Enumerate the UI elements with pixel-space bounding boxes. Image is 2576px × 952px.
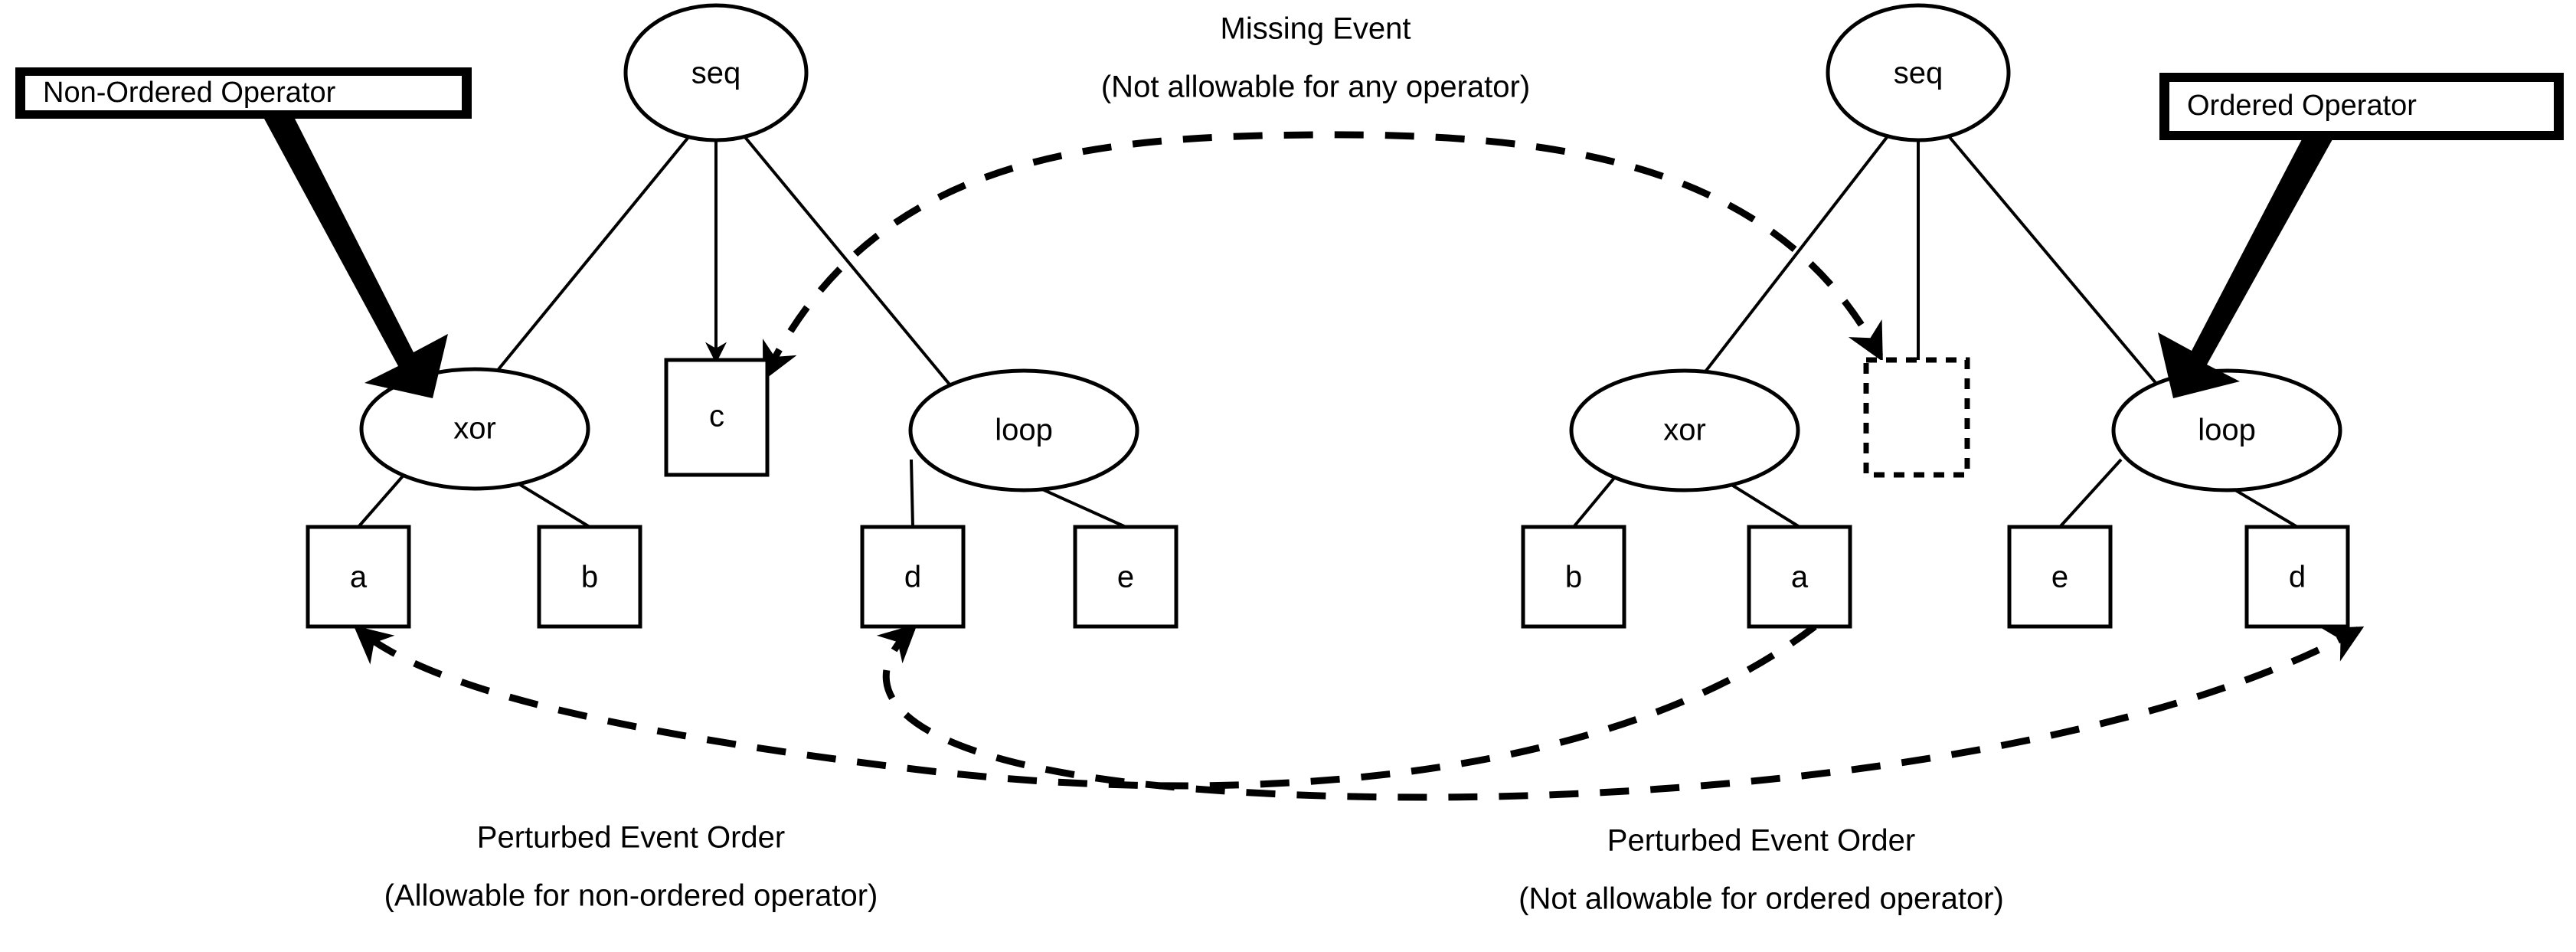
leaf-b-right-label: b bbox=[1565, 561, 1582, 594]
edge-seq-loop-left bbox=[743, 135, 963, 400]
edge-seq-xor-right bbox=[1683, 135, 1889, 400]
node-seq-left[interactable]: seq bbox=[623, 3, 809, 142]
leaf-d-left-label: d bbox=[904, 561, 921, 594]
leaf-e-left[interactable]: e bbox=[1073, 525, 1178, 629]
leaf-c-left-box bbox=[664, 358, 770, 477]
missing-event-annotation: Missing Event (Not allowable for any ope… bbox=[1101, 12, 1530, 104]
node-seq-right-label: seq bbox=[1894, 57, 1943, 90]
caption-left-line2: (Allowable for non-ordered operator) bbox=[384, 879, 878, 913]
callout-left-label: Non-Ordered Operator bbox=[43, 77, 336, 109]
edge-loop-d-left bbox=[910, 459, 914, 528]
leaf-d-right-box bbox=[2244, 525, 2350, 629]
node-seq-right[interactable]: seq bbox=[1826, 3, 2011, 142]
perturbed-arc-left bbox=[353, 623, 1817, 790]
leaf-c-left-label: c bbox=[709, 400, 724, 433]
leaf-a-left-label: a bbox=[350, 561, 368, 594]
caption-right: Perturbed Event Order (Not allowable for… bbox=[1518, 824, 2004, 916]
missing-event-dashed-arc bbox=[762, 131, 1883, 381]
node-loop-left-label: loop bbox=[995, 414, 1053, 447]
leaf-b-left[interactable]: b bbox=[537, 525, 642, 629]
edge-seq-xor-left bbox=[473, 135, 691, 400]
callout-right-fill bbox=[2169, 82, 2554, 131]
node-xor-left-ellipse bbox=[359, 367, 590, 491]
node-xor-right-ellipse bbox=[1569, 368, 1800, 492]
leaf-e-left-box bbox=[1073, 525, 1178, 629]
node-loop-right-label: loop bbox=[2198, 414, 2256, 447]
edge-loop-e-right bbox=[2058, 458, 2123, 528]
leaf-b-left-label: b bbox=[581, 561, 598, 594]
missing-event-subtitle: (Not allowable for any operator) bbox=[1101, 70, 1530, 104]
callout-left-arrow-icon bbox=[264, 119, 448, 398]
perturbed-arc-right bbox=[876, 623, 2365, 801]
leaf-c-left[interactable]: c bbox=[664, 358, 770, 477]
missing-leaf-placeholder-right[interactable] bbox=[1863, 357, 1970, 478]
leaf-b-left-box bbox=[537, 525, 642, 629]
node-xor-right[interactable]: xor bbox=[1569, 368, 1800, 492]
leaf-e-right-box bbox=[2007, 525, 2113, 629]
right-process-tree: seq xor loop b bbox=[1521, 3, 2350, 629]
leaf-d-left-box bbox=[860, 525, 966, 629]
node-loop-right[interactable]: loop bbox=[2111, 368, 2342, 492]
leaf-a-left[interactable]: a bbox=[306, 525, 411, 629]
caption-right-line1: Perturbed Event Order bbox=[1607, 824, 1915, 858]
node-loop-left[interactable]: loop bbox=[908, 368, 1139, 492]
missing-leaf-dotted-box bbox=[1863, 357, 1970, 478]
callout-ordered-operator[interactable]: Ordered Operator bbox=[2158, 73, 2564, 398]
node-seq-right-ellipse bbox=[1826, 3, 2011, 142]
leaf-a-right-label: a bbox=[1791, 561, 1809, 594]
node-loop-right-ellipse bbox=[2111, 368, 2342, 492]
node-xor-left-label: xor bbox=[453, 412, 496, 446]
node-loop-left-ellipse bbox=[908, 368, 1139, 492]
leaf-a-right-box bbox=[1747, 525, 1852, 629]
node-xor-right-label: xor bbox=[1663, 414, 1706, 447]
leaf-a-left-box bbox=[306, 525, 411, 629]
callout-left-fill bbox=[25, 76, 462, 110]
caption-left-line1: Perturbed Event Order bbox=[477, 821, 785, 855]
caption-right-line2: (Not allowable for ordered operator) bbox=[1518, 882, 2004, 916]
leaf-d-right[interactable]: d bbox=[2244, 525, 2350, 629]
missing-event-title: Missing Event bbox=[1221, 12, 1411, 46]
missing-event-arc-path bbox=[762, 131, 1883, 381]
node-xor-left[interactable]: xor bbox=[359, 367, 590, 491]
node-seq-left-ellipse bbox=[623, 3, 809, 142]
callout-right-label: Ordered Operator bbox=[2187, 90, 2417, 122]
callout-non-ordered-operator[interactable]: Non-Ordered Operator bbox=[15, 67, 472, 398]
leaf-a-right[interactable]: a bbox=[1747, 525, 1852, 629]
leaf-d-right-label: d bbox=[2289, 561, 2306, 594]
leaf-b-right-box bbox=[1521, 525, 1626, 629]
leaf-e-left-label: e bbox=[1117, 561, 1134, 594]
leaf-e-right-label: e bbox=[2051, 561, 2068, 594]
leaf-d-left[interactable]: d bbox=[860, 525, 966, 629]
callout-right-arrow-icon bbox=[2158, 139, 2332, 398]
leaf-b-right[interactable]: b bbox=[1521, 525, 1626, 629]
left-process-tree: seq xor loop c a bbox=[306, 3, 1178, 629]
perturbed-order-dashed-arcs bbox=[353, 623, 2365, 801]
leaf-e-right[interactable]: e bbox=[2007, 525, 2113, 629]
node-seq-left-label: seq bbox=[691, 57, 741, 90]
edge-seq-loop-right bbox=[1947, 135, 2170, 400]
caption-left: Perturbed Event Order (Allowable for non… bbox=[384, 821, 878, 913]
